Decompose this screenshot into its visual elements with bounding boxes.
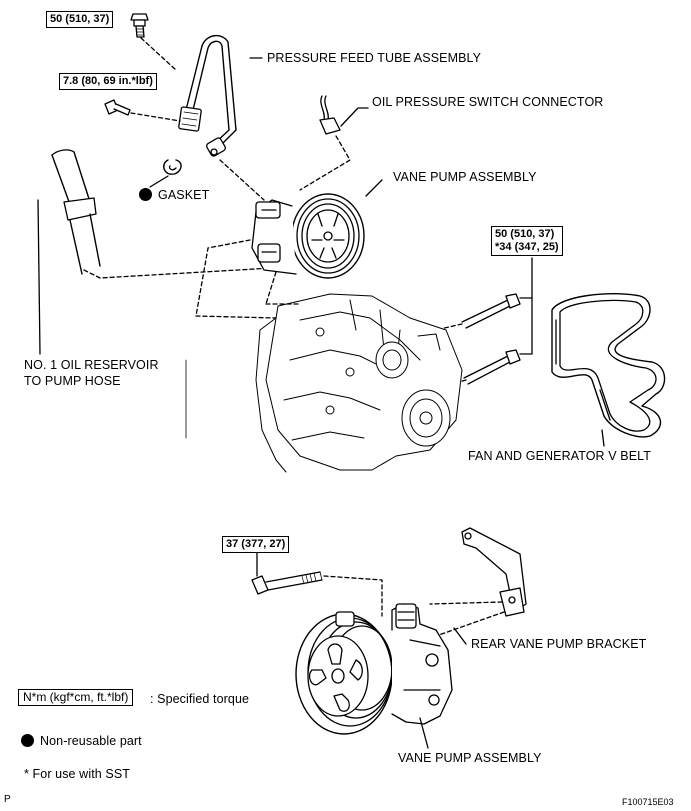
legend-torque-desc: : Specified torque bbox=[150, 692, 250, 706]
clamp-bolt-icon bbox=[104, 99, 131, 116]
leader-bracket bbox=[453, 627, 467, 645]
leader-clamp-bolt bbox=[130, 112, 181, 122]
non-reusable-dot-icon bbox=[139, 188, 152, 201]
torque-box-through-bolt: 37 (377, 27) bbox=[222, 536, 290, 553]
torque-pump-bolts-line1: 50 (510, 37) bbox=[495, 228, 555, 240]
leader-hose-dashed bbox=[83, 267, 273, 279]
leader-bracket-dashed bbox=[429, 601, 505, 637]
leader-tube-to-pump bbox=[219, 159, 265, 201]
legend-sst-note: * For use with SST bbox=[24, 767, 130, 781]
label-reservoir-hose: NO. 1 OIL RESERVOIR TO PUMP HOSE bbox=[24, 357, 159, 389]
label-vane-pump-bottom: VANE PUMP ASSEMBLY bbox=[398, 751, 542, 765]
torque-pump-bolts-line2: *34 (347, 25) bbox=[495, 241, 559, 253]
vane-pump-top-icon bbox=[251, 193, 365, 279]
switch-connector-icon bbox=[319, 95, 341, 135]
leader-reservoir-hose bbox=[37, 199, 41, 355]
page-letter: P bbox=[4, 794, 11, 805]
legend-torque-box: N*m (kgf*cm, ft.*lbf) bbox=[18, 689, 134, 706]
union-bolt-icon bbox=[130, 13, 149, 38]
reservoir-hose-icon bbox=[51, 149, 101, 275]
leader-bolts-2 bbox=[519, 297, 533, 355]
leader-through-dashed bbox=[323, 575, 383, 617]
pressure-feed-tube-icon bbox=[178, 35, 237, 157]
leader-gasket bbox=[149, 175, 169, 188]
label-reservoir-hose-line1: NO. 1 OIL RESERVOIR bbox=[24, 358, 159, 372]
torque-box-union-bolt: 50 (510, 37) bbox=[46, 11, 114, 28]
legend-non-reusable-text: Non-reusable part bbox=[40, 734, 142, 748]
leader-bolts bbox=[519, 257, 533, 299]
figure-id: F100715E03 bbox=[622, 797, 674, 807]
legend-dot-icon bbox=[21, 734, 34, 747]
label-gasket-text: GASKET bbox=[158, 188, 210, 202]
legend-non-reusable: Non-reusable part bbox=[21, 734, 142, 748]
leader-switch-dashed bbox=[299, 135, 351, 191]
engine-block-icon bbox=[255, 293, 463, 473]
gasket-icon bbox=[163, 159, 182, 175]
label-oil-pressure-switch: OIL PRESSURE SWITCH CONNECTOR bbox=[372, 95, 604, 109]
through-bolt-icon bbox=[251, 571, 323, 595]
label-pressure-feed-tube: PRESSURE FEED TUBE ASSEMBLY bbox=[267, 51, 482, 65]
leader-switch bbox=[340, 107, 369, 127]
leader-union-bolt bbox=[140, 37, 177, 71]
leader-pump-bottom bbox=[419, 717, 429, 749]
leader-belt bbox=[601, 429, 605, 447]
torque-box-clamp-bolt: 7.8 (80, 69 in.*lbf) bbox=[59, 73, 157, 90]
mount-bolts-icon bbox=[461, 293, 521, 385]
torque-box-pump-bolts: 50 (510, 37) *34 (347, 25) bbox=[491, 226, 563, 256]
v-belt-icon bbox=[551, 293, 666, 438]
leader-pump-dashed-a bbox=[195, 239, 251, 317]
label-reservoir-hose-line2: TO PUMP HOSE bbox=[24, 374, 121, 388]
label-vane-pump-top: VANE PUMP ASSEMBLY bbox=[393, 170, 537, 184]
label-gasket: GASKET bbox=[139, 188, 209, 202]
vane-pump-bottom-icon bbox=[295, 603, 453, 735]
leader-engine-dashed bbox=[195, 303, 301, 319]
label-rear-bracket: REAR VANE PUMP BRACKET bbox=[471, 637, 647, 651]
leader-pump-top bbox=[365, 179, 383, 197]
rear-bracket-icon bbox=[461, 527, 527, 617]
leader-pump-dashed-b bbox=[265, 271, 277, 305]
label-fan-belt: FAN AND GENERATOR V BELT bbox=[468, 449, 651, 463]
